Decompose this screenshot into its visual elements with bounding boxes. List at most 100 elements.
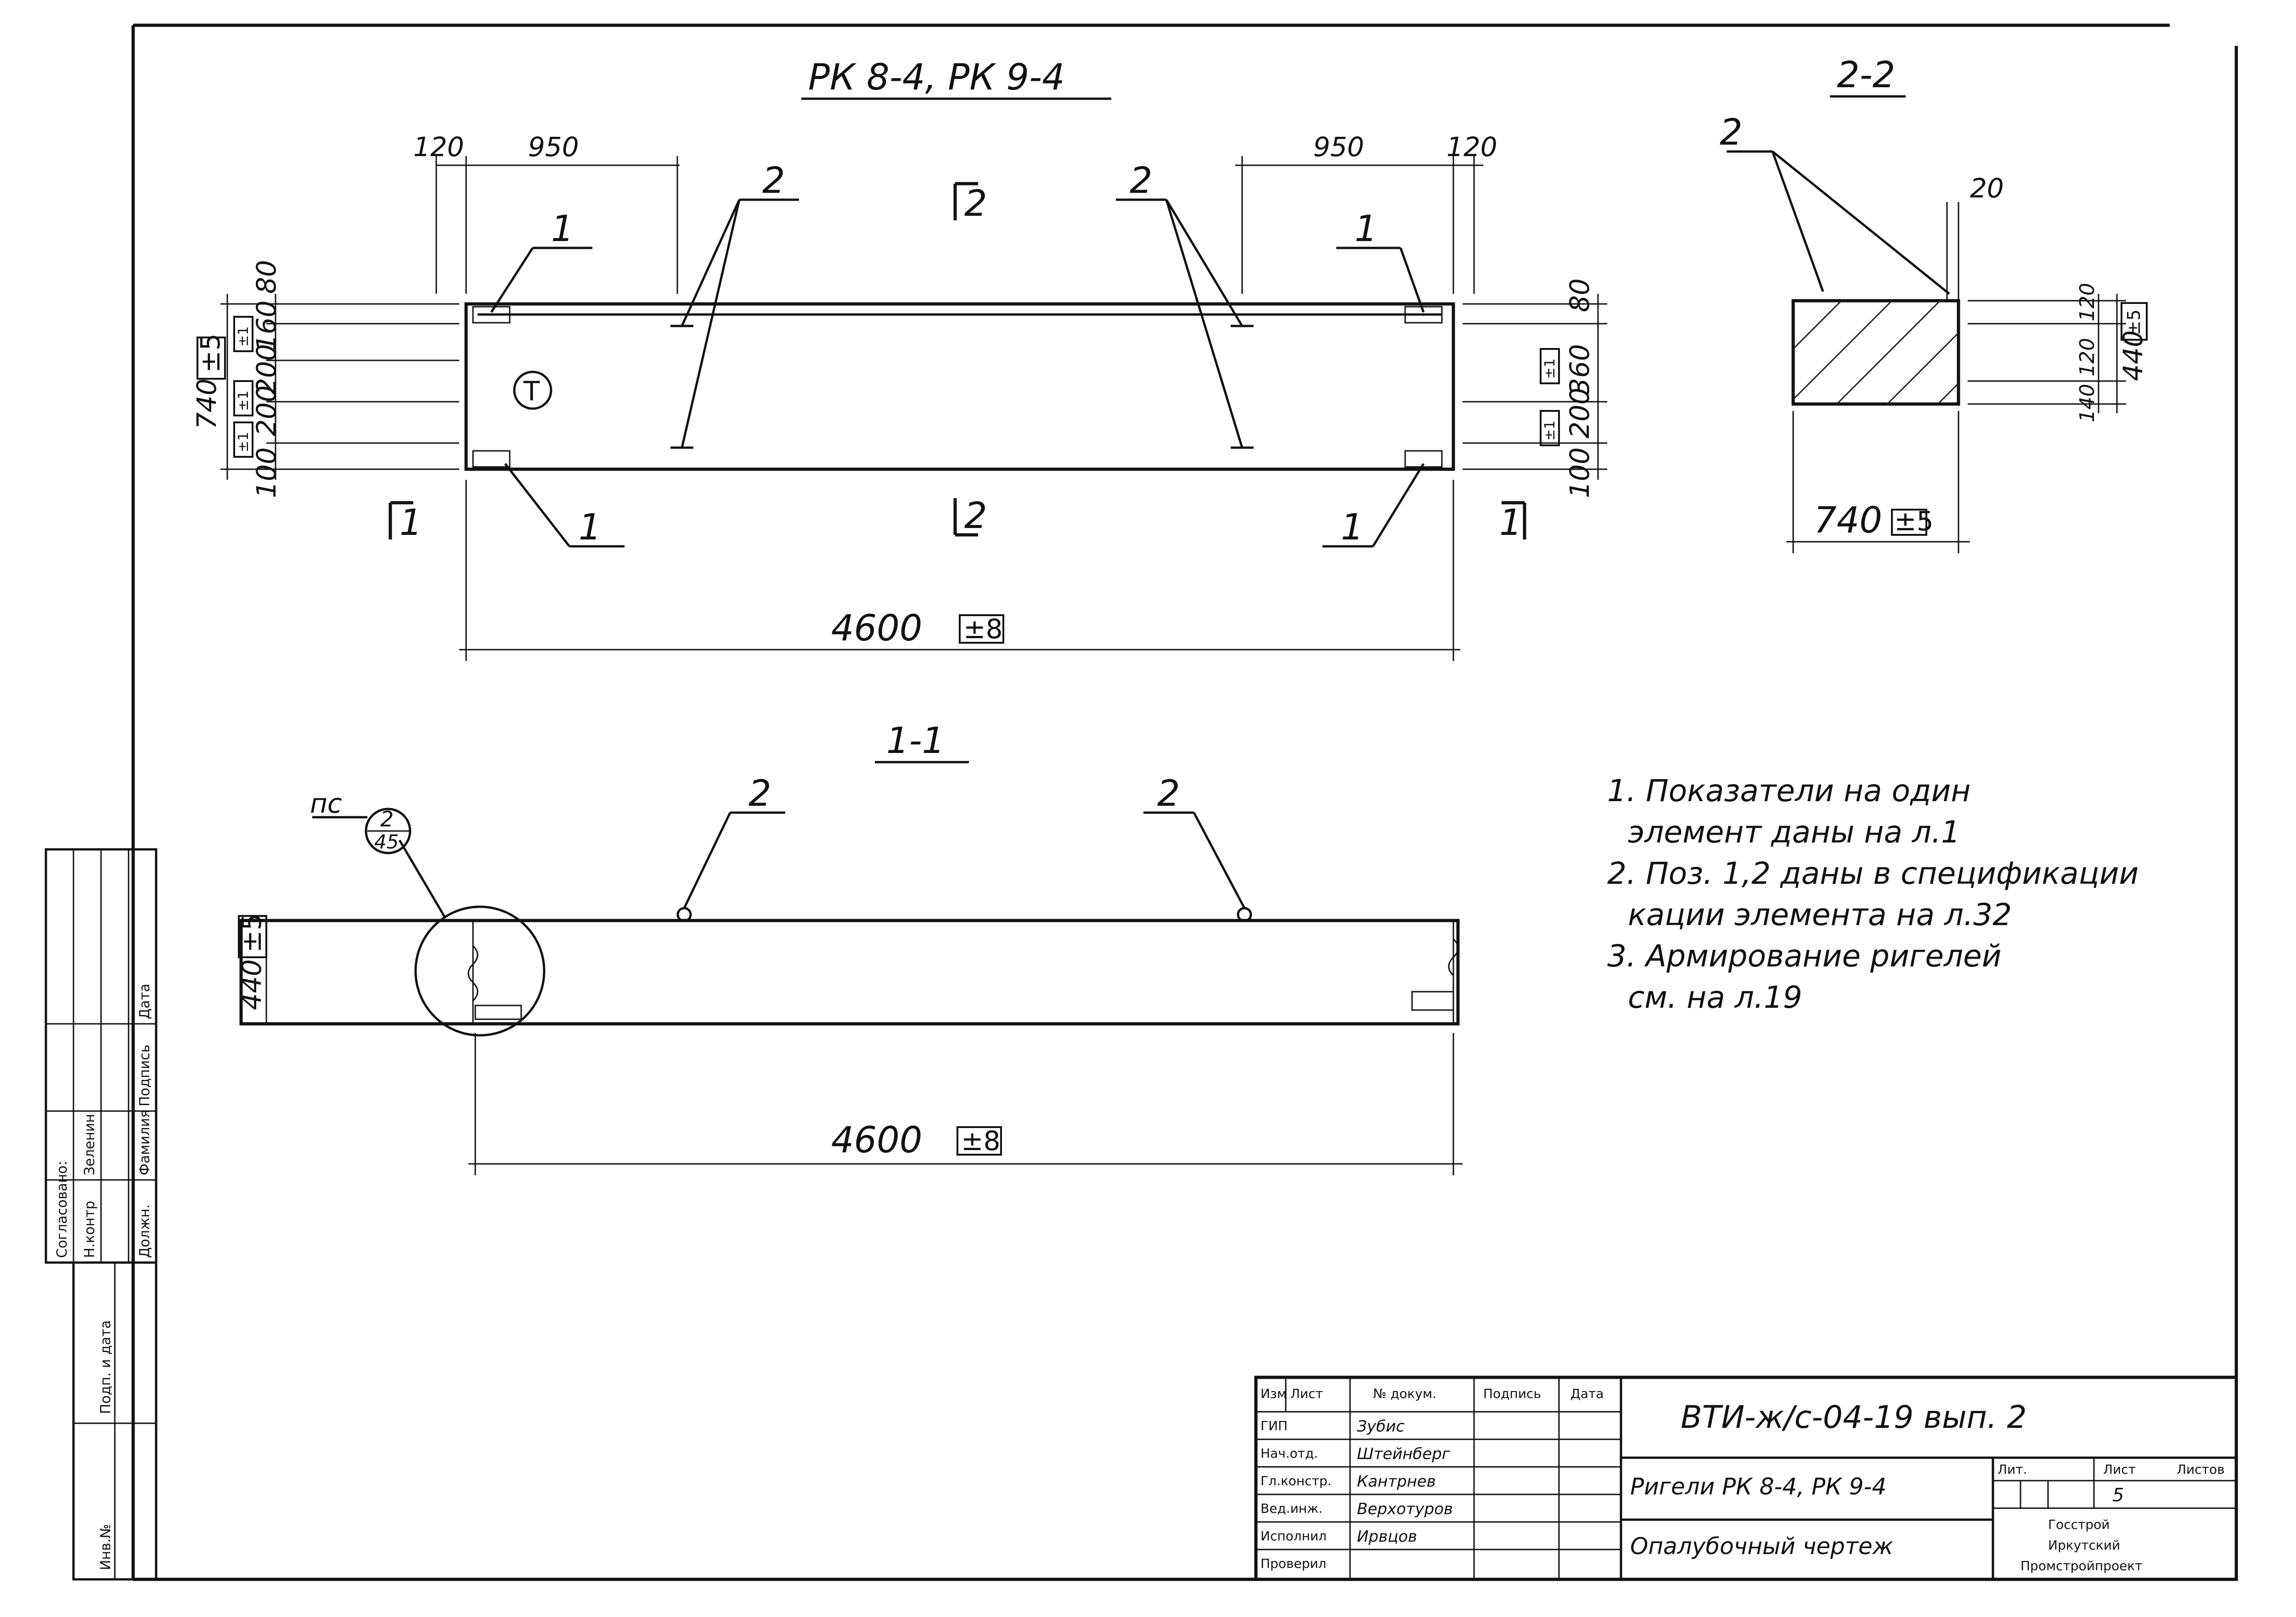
tb-product: Ригели РК 8-4, РК 9-4 <box>1630 1473 1886 1500</box>
side-col4: Дата <box>137 983 153 1019</box>
note-1a: 1. Показатели на один <box>1607 773 1971 808</box>
plan-pos1-top-left: 1 <box>551 208 574 250</box>
side-col1: Должн. <box>137 1204 153 1258</box>
dim-120-left: 120 <box>413 131 464 163</box>
section22-pos2: 2 <box>1720 112 1743 153</box>
node-callout-circle <box>414 905 546 1037</box>
dim-440-elev: 440 <box>236 959 267 1010</box>
dim-100-right: 100 <box>1564 447 1595 498</box>
side-stamp: Согласовано: Н.контр Зеленин Должн. Фами… <box>45 848 158 1581</box>
tb-drawing: Опалубочный чертеж <box>1630 1533 1893 1560</box>
tol-8-elev: ±8 <box>961 1125 1001 1157</box>
note-3a: 3. Армирование ригелей <box>1607 938 2002 974</box>
tb-role-4: Исполнил <box>1261 1528 1327 1544</box>
side-inv-sign: Подп. и дата <box>98 1320 114 1414</box>
section-1-1: 1-1 2 2 пс 2 45 ±5 440 <box>236 720 1463 1175</box>
section11-pos2-left: 2 <box>748 773 771 814</box>
tol-1-left-c: ±1 <box>236 432 252 452</box>
side-row2: Зеленин <box>82 1114 98 1175</box>
tb-org3: Промстройпроект <box>2020 1558 2143 1573</box>
dim-740-section: 740 <box>1814 500 1882 541</box>
tb-h-sign: Подпись <box>1483 1386 1541 1401</box>
tb-h-doc: № докум. <box>1373 1386 1436 1401</box>
tb-code: ВТИ-ж/с-04-19 вып. 2 <box>1681 1399 2027 1436</box>
mark-t: Т <box>523 376 540 407</box>
plan-view: РК 8-4, РК 9-4 2 2 1 1 1 <box>191 57 1607 661</box>
tb-sheets-label: Листов <box>2177 1462 2225 1477</box>
note-3b: см. на л.19 <box>1628 980 1802 1015</box>
cut2-top: 2 <box>964 183 987 225</box>
node-sheet: 45 <box>374 831 399 853</box>
tb-stage-label: Лит. <box>1998 1462 2027 1477</box>
node-letter: пс <box>310 788 342 819</box>
tb-role-0: ГИП <box>1261 1418 1288 1433</box>
dim-120-right: 120 <box>1446 131 1497 163</box>
dim-200-left-b: 200 <box>251 385 282 436</box>
dim-950-left: 950 <box>528 131 579 163</box>
dim-140-sec: 140 <box>2076 384 2099 422</box>
note-2a: 2. Поз. 1,2 даны в спецификации <box>1607 856 2138 891</box>
dim-100-left: 100 <box>251 447 282 498</box>
dim-950-right: 950 <box>1313 131 1364 163</box>
tol-1-left-a: ±1 <box>236 326 252 347</box>
note-1b: элемент даны на л.1 <box>1628 814 1960 850</box>
tb-role-5: Проверил <box>1261 1556 1327 1571</box>
tb-role-2: Гл.констр. <box>1261 1473 1332 1488</box>
dim-440-sec: 440 <box>2117 330 2149 381</box>
tb-org2: Иркутский <box>2048 1538 2120 1553</box>
notes: 1. Показатели на один элемент даны на л.… <box>1607 773 2138 1015</box>
node-num: 2 <box>380 807 394 831</box>
plan-pos1-bot-left: 1 <box>579 507 602 548</box>
section-2-2: 2-2 20 2 740 ±5 120 120 140 440 <box>1720 55 2149 553</box>
tb-sheet-label: Лист <box>2103 1462 2136 1477</box>
tb-name-4: Ирвцов <box>1357 1527 1417 1546</box>
dim-360-right: 360 <box>1564 344 1595 395</box>
dim-80-left: 80 <box>251 260 282 294</box>
beam-plan-outline <box>464 302 1455 471</box>
tol-1-right-b: ±1 <box>1542 421 1558 441</box>
cut1-right: 1 <box>1499 502 1522 544</box>
tb-name-0: Зубис <box>1357 1417 1405 1436</box>
section11-title: 1-1 <box>886 720 945 762</box>
dim-20: 20 <box>1970 173 2004 204</box>
dim-200-right: 200 <box>1564 387 1595 438</box>
tol-1-left-b: ±1 <box>236 391 252 411</box>
title-block: Изм Лист № докум. Подпись Дата ГИП Зубис… <box>1254 1376 2238 1581</box>
tb-role-3: Вед.инж. <box>1261 1501 1322 1516</box>
side-col2: Фамилия <box>137 1110 153 1175</box>
plan-pos2-left: 2 <box>762 160 785 202</box>
cut2-bottom: 2 <box>964 495 987 537</box>
dim-4600-elev: 4600 <box>831 1120 923 1161</box>
section22-outline <box>1791 299 1960 406</box>
note-2b: кации элемента на л.32 <box>1628 897 2012 932</box>
plan-pos2-right: 2 <box>1130 160 1153 202</box>
tol-5-section: ±5 <box>1894 505 1934 537</box>
tol-1-right-a: ±1 <box>1542 359 1558 379</box>
tol-5-sec-right: ±5 <box>2124 309 2144 335</box>
plan-pos1-top-right: 1 <box>1355 208 1378 250</box>
tb-org1: Госстрой <box>2048 1517 2110 1532</box>
dim-4600-plan: 4600 <box>831 608 923 649</box>
tb-role-1: Нач.отд. <box>1261 1446 1318 1461</box>
beam-elevation-outline <box>239 919 1460 1026</box>
section22-title: 2-2 <box>1837 55 1895 96</box>
dim-80-right: 80 <box>1564 278 1595 312</box>
tol-5-left: ±5 <box>195 334 226 373</box>
tb-name-3: Верхотуров <box>1357 1500 1453 1518</box>
side-inv-no: Инв.№ <box>98 1524 114 1570</box>
side-title: Согласовано: <box>54 1161 70 1258</box>
tb-h-date: Дата <box>1570 1386 1604 1401</box>
section11-pos2-right: 2 <box>1157 773 1180 814</box>
tol-8-plan: ±8 <box>963 613 1003 645</box>
tb-name-2: Кантрнев <box>1357 1472 1436 1491</box>
dim-120-sec-b: 120 <box>2076 338 2099 376</box>
tol-5-elev: ±5 <box>236 914 267 953</box>
dim-200-left-a: 200 <box>251 344 282 395</box>
side-col3: Подпись <box>137 1044 153 1106</box>
sheet-frame <box>131 23 2238 1581</box>
plan-title: РК 8-4, РК 9-4 <box>808 57 1065 98</box>
side-row1: Н.контр <box>82 1201 98 1258</box>
cut1-left: 1 <box>400 502 422 544</box>
tb-h-list: Лист <box>1290 1386 1323 1401</box>
